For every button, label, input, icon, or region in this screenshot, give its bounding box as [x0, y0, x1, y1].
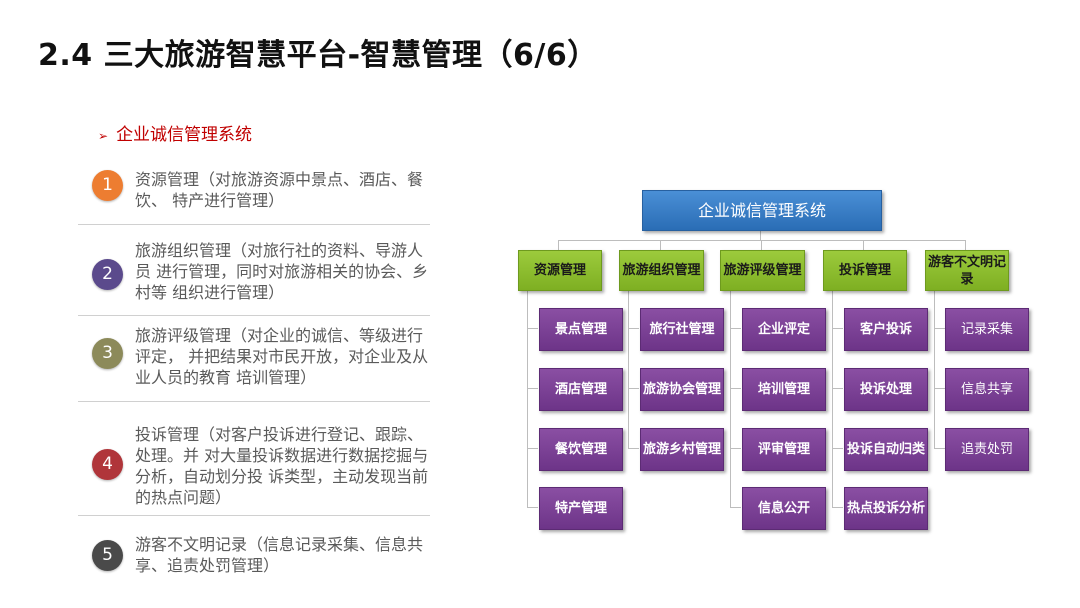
- connector: [832, 388, 843, 389]
- org-leaf: 投诉自动归类: [844, 428, 928, 471]
- connector: [730, 290, 731, 508]
- org-leaf: 投诉处理: [844, 368, 928, 411]
- org-leaf: 客户投诉: [844, 308, 928, 351]
- org-root-node: 企业诚信管理系统: [642, 190, 882, 231]
- org-leaf: 酒店管理: [539, 368, 623, 411]
- org-category-rating: 旅游评级管理: [720, 250, 805, 291]
- connector: [527, 388, 538, 389]
- connector: [628, 290, 629, 449]
- org-category-uncivil-record: 游客不文明记录: [925, 250, 1009, 291]
- org-leaf: 旅行社管理: [640, 308, 724, 351]
- org-leaf: 特产管理: [539, 487, 623, 530]
- connector: [832, 328, 843, 329]
- connector: [965, 240, 966, 250]
- list-item-3: 3 旅游评级管理（对企业的诚信、等级进行评定， 并把结果对市民开放，对企业及从业…: [78, 316, 430, 402]
- connector: [730, 507, 741, 508]
- org-leaf: 培训管理: [742, 368, 826, 411]
- connector: [832, 290, 833, 508]
- org-category-resource: 资源管理: [518, 250, 602, 291]
- connector: [934, 448, 945, 449]
- org-category-complaint: 投诉管理: [823, 250, 907, 291]
- item-description: 资源管理（对旅游资源中景点、酒店、餐饮、 特产进行管理）: [135, 170, 424, 210]
- org-leaf: 景点管理: [539, 308, 623, 351]
- org-leaf: 旅游乡村管理: [640, 428, 724, 471]
- divider: [78, 315, 430, 316]
- subtitle-text: 企业诚信管理系统: [116, 125, 253, 145]
- org-leaf: 信息共享: [945, 368, 1029, 411]
- number-badge: 1: [92, 170, 123, 201]
- connector: [832, 507, 843, 508]
- connector: [730, 328, 741, 329]
- connector: [558, 240, 559, 250]
- connector: [558, 240, 966, 241]
- divider: [78, 401, 430, 402]
- number-badge: 5: [92, 540, 123, 571]
- list-item-5: 5 游客不文明记录（信息记录采集、信息共享、追责处罚管理）: [78, 516, 430, 586]
- org-leaf: 记录采集: [945, 308, 1029, 351]
- list-item-2: 2 旅游组织管理（对旅行社的资料、导游人员 进行管理，同时对旅游相关的协会、乡村…: [78, 225, 430, 316]
- list-item-1: 1 资源管理（对旅游资源中景点、酒店、餐饮、 特产进行管理）: [78, 160, 430, 225]
- connector: [628, 388, 639, 389]
- org-category-organization: 旅游组织管理: [619, 250, 704, 291]
- connector: [832, 448, 843, 449]
- item-description: 投诉管理（对客户投诉进行登记、跟踪、处理。并 对大量投诉数据进行数据挖掘与分析，…: [135, 425, 429, 507]
- connector: [730, 448, 741, 449]
- connector: [934, 290, 935, 449]
- number-badge: 2: [92, 259, 123, 290]
- org-leaf: 企业评定: [742, 308, 826, 351]
- page-title: 2.4 三大旅游智慧平台-智慧管理（6/6）: [38, 38, 598, 73]
- connector: [730, 388, 741, 389]
- org-leaf: 旅游协会管理: [640, 368, 724, 411]
- item-description: 旅游组织管理（对旅行社的资料、导游人员 进行管理，同时对旅游相关的协会、乡村等 …: [135, 241, 429, 302]
- divider: [78, 224, 430, 225]
- section-subtitle: ➢ 企业诚信管理系统: [98, 120, 252, 145]
- item-description: 游客不文明记录（信息记录采集、信息共享、追责处罚管理）: [135, 535, 424, 575]
- org-leaf: 热点投诉分析: [844, 487, 928, 530]
- org-leaf: 追责处罚: [945, 428, 1029, 471]
- number-badge: 3: [92, 338, 123, 369]
- connector: [660, 240, 661, 250]
- number-badge: 4: [92, 449, 123, 480]
- divider: [78, 515, 430, 516]
- connector: [934, 328, 945, 329]
- connector: [934, 388, 945, 389]
- org-leaf: 餐饮管理: [539, 428, 623, 471]
- connector: [628, 328, 639, 329]
- connector: [761, 240, 762, 250]
- connector: [527, 328, 538, 329]
- connector: [527, 507, 538, 508]
- list-item-4: 4 投诉管理（对客户投诉进行登记、跟踪、处理。并 对大量投诉数据进行数据挖掘与分…: [78, 402, 430, 516]
- connector: [863, 240, 864, 250]
- org-leaf: 信息公开: [742, 487, 826, 530]
- arrow-bullet-icon: ➢: [98, 129, 109, 143]
- connector: [527, 448, 538, 449]
- connector: [527, 290, 528, 508]
- connector: [760, 230, 761, 240]
- org-leaf: 评审管理: [742, 428, 826, 471]
- connector: [628, 448, 639, 449]
- item-description: 旅游评级管理（对企业的诚信、等级进行评定， 并把结果对市民开放，对企业及从业人员…: [135, 326, 429, 387]
